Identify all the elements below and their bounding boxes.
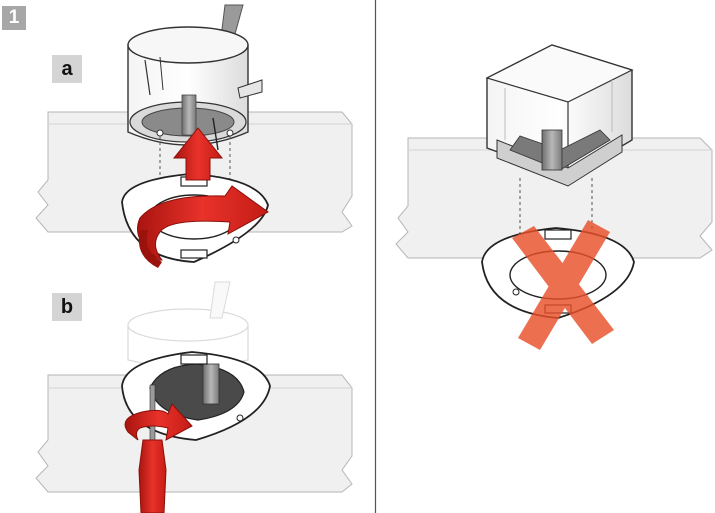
- panel-a: [35, 4, 353, 268]
- square-box-icon: [485, 44, 634, 187]
- flush-box-icon: [127, 26, 263, 151]
- push-up-arrow-icon: [172, 127, 224, 181]
- not-allowed-cross-icon: [512, 220, 614, 350]
- step-number-badge: 1: [2, 6, 26, 30]
- faded-flush-box-icon: [127, 281, 249, 369]
- rotate-arrow-icon: [137, 185, 269, 268]
- rotate-arrow-icon: [124, 403, 193, 441]
- substep-a-badge: a: [52, 55, 82, 83]
- panel-b: [35, 281, 353, 513]
- substep-b-badge: b: [52, 293, 82, 321]
- panel-c: [395, 44, 713, 350]
